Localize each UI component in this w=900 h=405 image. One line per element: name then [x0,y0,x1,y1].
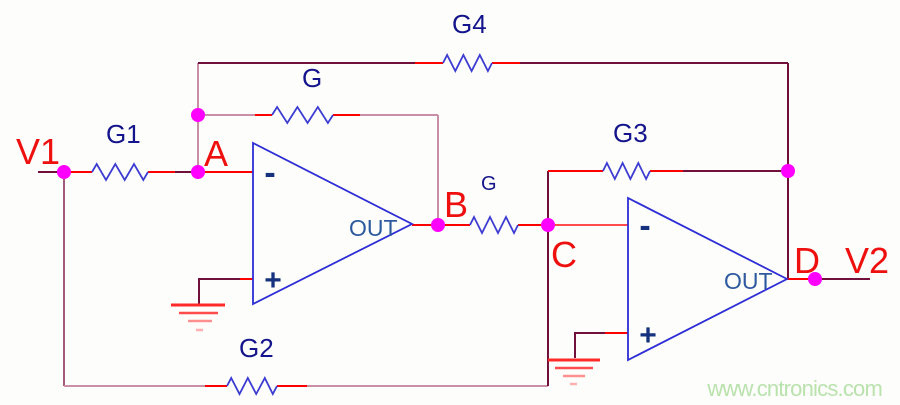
resistor-label-g-feedback: G [302,63,322,93]
resistor-g-series [469,214,519,236]
node-label-b: B [444,184,468,225]
opamp2-out-label: OUT [724,268,773,294]
node-label-v2: V2 [845,240,889,281]
resistor-label-g2: G2 [239,333,274,363]
node-label-v1: V1 [16,131,60,172]
opamp2-inverting-label: - [639,207,650,245]
ground-symbol-1 [171,303,225,332]
resistor-label-g-series: G [481,173,497,195]
ground-symbol-2 [548,358,600,386]
resistor-label-g1: G1 [106,119,141,149]
junction-dot-a [191,165,205,179]
resistor-g4 [442,53,493,73]
junction-dot-g3-right [781,164,795,178]
junction-dot-v1 [57,165,71,179]
resistor-g-feedback [271,105,334,125]
net-g2-bottom [63,172,548,387]
opamp1-inverting-label: - [264,154,275,192]
node-label-d: D [794,240,820,281]
opamp2-noninverting-label: + [639,319,657,352]
resistor-g3 [602,160,651,182]
node-label-a: A [204,133,228,174]
resistor-label-g3: G3 [613,118,648,148]
wire-opamp2-plus-to-ground [574,332,605,358]
resistor-label-g4: G4 [452,9,487,39]
watermark-text: www.cntronics.com [706,376,882,401]
opamp1-out-label: OUT [349,215,398,241]
junction-dot-c [541,218,555,232]
junction-dot-a-feedback [191,108,205,122]
resistor-g1 [91,162,149,182]
resistor-g2 [226,376,278,396]
opamp1-triangle [252,141,414,306]
node-label-c: C [551,234,577,275]
opamp2-triangle [627,196,789,362]
junction-dot-b [431,218,445,232]
opamp1-noninverting-label: + [264,264,282,297]
wire-opamp1-plus-to-ground [198,278,253,305]
junction-dot-d [808,272,822,286]
